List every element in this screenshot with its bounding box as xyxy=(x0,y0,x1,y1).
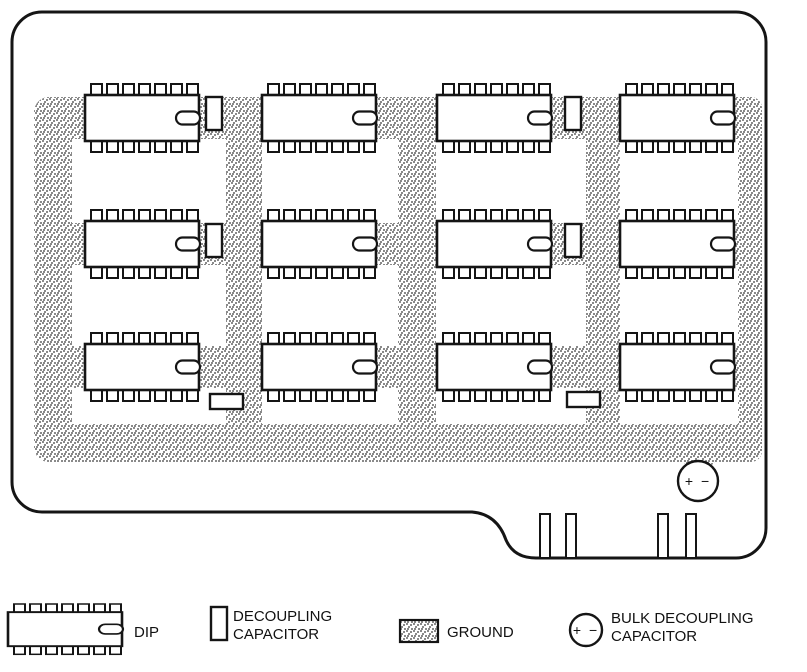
edge-connector-pin xyxy=(685,513,697,559)
legend-decoupling-line2: CAPACITOR xyxy=(233,626,319,643)
dip-chip xyxy=(618,331,737,403)
legend-dip-label: DIP xyxy=(134,624,159,641)
decoupling-capacitor xyxy=(563,222,583,259)
decoupling-capacitor xyxy=(565,390,602,409)
bulk-capacitor-polarity: + − xyxy=(573,622,599,638)
legend-dip: DIP xyxy=(6,602,159,656)
dip-chip xyxy=(435,82,554,154)
edge-connector-pin xyxy=(539,513,551,559)
board-outline xyxy=(10,10,768,560)
legend-decoupling-capacitor: DECOUPLING CAPACITOR xyxy=(209,605,332,643)
decoupling-capacitor xyxy=(208,392,245,411)
dip-symbol xyxy=(6,602,125,656)
dip-chip xyxy=(83,82,202,154)
dip-chip xyxy=(260,82,379,154)
dip-chip xyxy=(618,82,737,154)
edge-connector xyxy=(539,513,697,559)
legend-ground-label: GROUND xyxy=(447,624,514,641)
dip-chip xyxy=(260,208,379,280)
legend-bulk-decoupling-capacitor: + − BULK DECOUPLING CAPACITOR xyxy=(568,610,754,648)
decoupling-capacitor-symbol xyxy=(209,605,229,642)
dip-chip xyxy=(83,331,202,403)
legend-ground: GROUND xyxy=(398,618,514,644)
legend-bulk-line2: CAPACITOR xyxy=(611,628,697,645)
dip-chip xyxy=(83,208,202,280)
bulk-capacitor-symbol xyxy=(568,612,604,648)
legend-decoupling-line1: DECOUPLING xyxy=(233,608,332,625)
decoupling-capacitor xyxy=(563,95,583,132)
ground-symbol xyxy=(398,618,440,644)
dip-chip xyxy=(435,208,554,280)
dip-chip xyxy=(260,331,379,403)
dip-chip xyxy=(618,208,737,280)
decoupling-capacitor xyxy=(204,95,224,132)
bulk-capacitor-body xyxy=(676,459,720,503)
bulk-capacitor-polarity: + − xyxy=(685,473,711,489)
decoupling-capacitor xyxy=(204,222,224,259)
decoupling-capacitors xyxy=(204,95,602,411)
legend-bulk-line1: BULK DECOUPLING xyxy=(611,610,754,627)
bulk-decoupling-capacitor: + − xyxy=(676,459,720,503)
edge-connector-pin xyxy=(657,513,669,559)
dip-chip xyxy=(435,331,554,403)
legend: DIP DECOUPLING CAPACITOR GROUND + − BULK… xyxy=(6,602,754,656)
edge-connector-pin xyxy=(565,513,577,559)
